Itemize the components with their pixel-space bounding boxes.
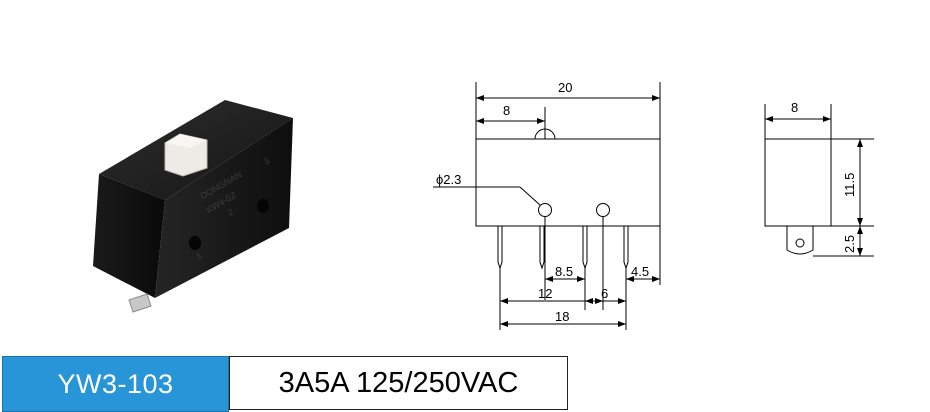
switch-left-face xyxy=(93,174,165,298)
mounting-hole-right xyxy=(257,199,269,213)
mounting-hole-left xyxy=(189,236,201,250)
side-view-body xyxy=(764,138,832,227)
product-photo: DONGNAN KW4-0Z 1 2 3 xyxy=(93,100,293,313)
marking-pin-2: 2 xyxy=(226,207,235,218)
spec-footer: YW3-103 3A5A 125/250VAC xyxy=(0,356,930,412)
model-label: YW3-103 xyxy=(2,356,229,412)
dim-overall-width: 20 xyxy=(558,80,572,95)
switch-front-face xyxy=(155,118,293,298)
dim-pin-pitch-a: 8.5 xyxy=(555,264,573,279)
rating-label: 3A5A 125/250VAC xyxy=(229,356,568,410)
dim-side-width: 8 xyxy=(791,100,798,115)
marking-pin-1: 1 xyxy=(194,250,203,261)
dim-hole-diameter: ϕ2.3 xyxy=(436,172,461,187)
dim-pin-span-12: 12 xyxy=(538,286,552,301)
actuator-top xyxy=(165,134,207,148)
dim-pin-edge: 4.5 xyxy=(631,264,649,279)
side-terminal xyxy=(786,226,814,255)
dim-hole-pitch: 6 xyxy=(601,286,608,301)
marking-pin-3: 3 xyxy=(262,156,271,167)
dim-body-height: 11.5 xyxy=(842,173,857,197)
front-view-body xyxy=(475,138,661,227)
terminal-tab xyxy=(128,293,152,313)
dim-terminal-height: 2.5 xyxy=(842,235,857,253)
dim-pin-span-18: 18 xyxy=(555,309,569,324)
dim-actuator-offset: 8 xyxy=(503,103,510,118)
